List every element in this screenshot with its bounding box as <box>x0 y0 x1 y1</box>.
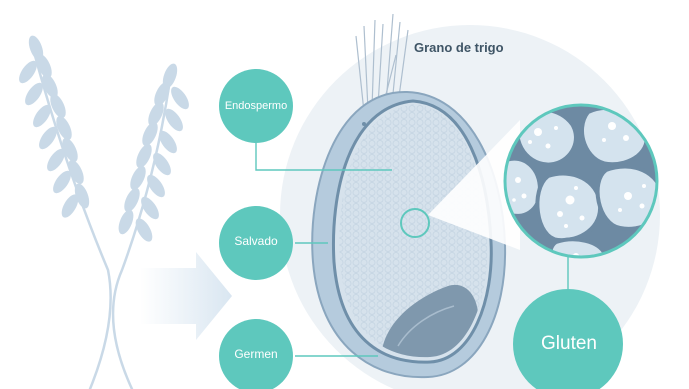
wheat-grain <box>130 165 146 191</box>
germ-illustration <box>382 284 479 358</box>
wheat-grain <box>62 137 78 163</box>
wheat-grain <box>135 218 153 242</box>
wheat-grain <box>171 86 189 110</box>
wheat-grain <box>47 148 65 172</box>
wheat-grain <box>68 159 84 185</box>
wheat-grain <box>118 209 134 235</box>
endosperm-bubble <box>219 69 293 143</box>
gluten-magnified-view <box>503 103 659 259</box>
wheat-grain <box>159 130 177 154</box>
wheat-grain <box>148 101 164 127</box>
wheat-grain <box>74 183 90 209</box>
wheat-grain <box>124 187 140 213</box>
wheat-grain <box>36 53 52 79</box>
germ-dot <box>362 122 366 126</box>
wheat-grain <box>50 93 66 119</box>
wheat-grain <box>147 174 165 198</box>
wheat-grain <box>154 81 170 107</box>
wheat-grain <box>25 82 43 106</box>
wheat-grain <box>19 60 37 84</box>
gluten-bubble <box>513 289 623 389</box>
wheat-grain <box>53 170 71 194</box>
wheat-stalks-illustration <box>19 35 189 389</box>
wheat-grain <box>142 121 158 147</box>
wheat-grain <box>136 143 152 169</box>
bran-bubble <box>219 206 293 280</box>
wheat-grain <box>56 115 72 141</box>
zoom-focus-circle <box>400 208 430 238</box>
wheat-grain <box>141 196 159 220</box>
zoom-cone <box>428 120 520 250</box>
connector-lines <box>255 143 569 357</box>
wheat-grain <box>153 152 171 176</box>
wheat-grain <box>165 108 183 132</box>
wheat-grain <box>61 194 79 218</box>
wheat-grain <box>33 104 51 128</box>
wheat-grain <box>39 126 57 150</box>
germ-bubble <box>219 319 293 389</box>
process-arrow <box>140 252 232 340</box>
connector-endosperm <box>255 143 392 171</box>
wheat-grain <box>42 73 58 99</box>
diagram-title: Grano de trigo <box>414 40 504 55</box>
